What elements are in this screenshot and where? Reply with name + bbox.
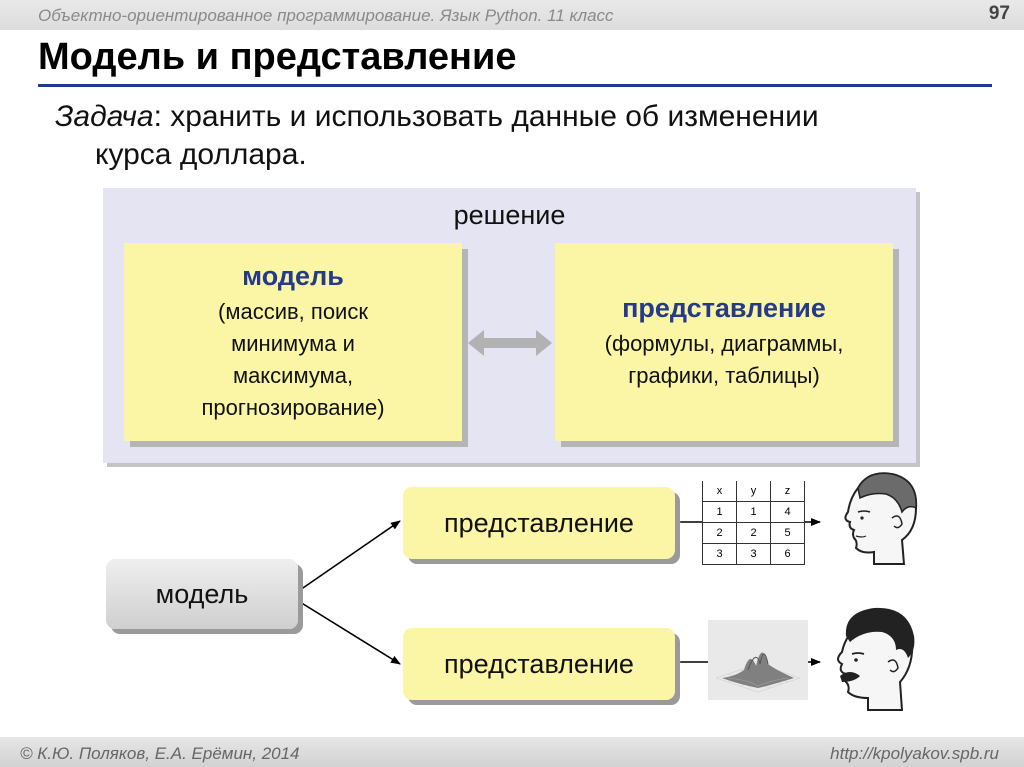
man-mustache-profile-icon — [837, 607, 915, 711]
model-box: модель (массив, поиск минимума и максиму… — [124, 243, 462, 441]
model-line: (массив, поиск — [218, 299, 368, 324]
task-text: Задача: хранить и использовать данные об… — [55, 98, 975, 174]
view-line: (формулы, диаграммы, — [604, 331, 844, 356]
double-arrow-icon — [468, 330, 552, 356]
model-description: (массив, поиск минимума и максимума, про… — [124, 296, 462, 424]
model-line: прогнозирование) — [201, 395, 385, 420]
table-header-cell: x — [702, 481, 737, 502]
table-cell: 2 — [736, 522, 771, 544]
view1-block: представление — [403, 487, 675, 559]
task-line2: курса доллара. — [95, 138, 307, 171]
sample-table: x y z 1 1 4 2 2 5 3 3 6 — [702, 481, 805, 565]
table-cell: 1 — [702, 501, 737, 523]
table-row: 1 1 4 — [702, 501, 805, 523]
table-cell: 1 — [736, 501, 771, 523]
solution-label: решение — [453, 200, 566, 230]
task-keyword: Задача — [55, 100, 154, 133]
model-line: максимума, — [232, 363, 354, 388]
page-number: 97 — [988, 3, 1010, 24]
task-line1: : хранить и использовать данные об измен… — [153, 100, 819, 133]
model-line: минимума и — [231, 331, 355, 356]
view-line: графики, таблицы) — [628, 363, 820, 388]
site-link[interactable]: http://kpolyakov.spb.ru — [830, 744, 999, 763]
footer-bar: © К.Ю. Поляков, Е.А. Ерёмин, 2014 http:/… — [0, 737, 1024, 767]
table-cell: 4 — [770, 501, 805, 523]
copyright-text: © К.Ю. Поляков, Е.А. Ерёмин, 2014 — [20, 744, 300, 763]
view-heading: представление — [622, 293, 826, 323]
table-row: 3 3 6 — [702, 543, 805, 565]
table-cell: 3 — [702, 543, 737, 565]
table-cell: 2 — [702, 522, 737, 544]
man-profile-icon — [844, 472, 918, 565]
view-description: (формулы, диаграммы, графики, таблицы) — [555, 328, 893, 392]
surface-plot-icon — [708, 620, 808, 700]
model-heading: модель — [242, 261, 344, 291]
view2-block: представление — [403, 628, 675, 700]
solution-panel: решение модель (массив, поиск минимума и… — [103, 188, 916, 463]
model-block: модель — [106, 559, 298, 629]
table-header-cell: z — [770, 481, 805, 502]
header-bar: Объектно-ориентированное программировани… — [0, 0, 1024, 30]
table-header-cell: y — [736, 481, 771, 502]
title-underline — [38, 84, 992, 87]
table-row: 2 2 5 — [702, 522, 805, 544]
course-title: Объектно-ориентированное программировани… — [38, 6, 614, 25]
slide-title: Модель и представление — [38, 36, 517, 78]
table-header-row: x y z — [702, 481, 805, 502]
view-box: представление (формулы, диаграммы, графи… — [555, 243, 893, 441]
table-cell: 5 — [770, 522, 805, 544]
table-cell: 6 — [770, 543, 805, 565]
table-cell: 3 — [736, 543, 771, 565]
